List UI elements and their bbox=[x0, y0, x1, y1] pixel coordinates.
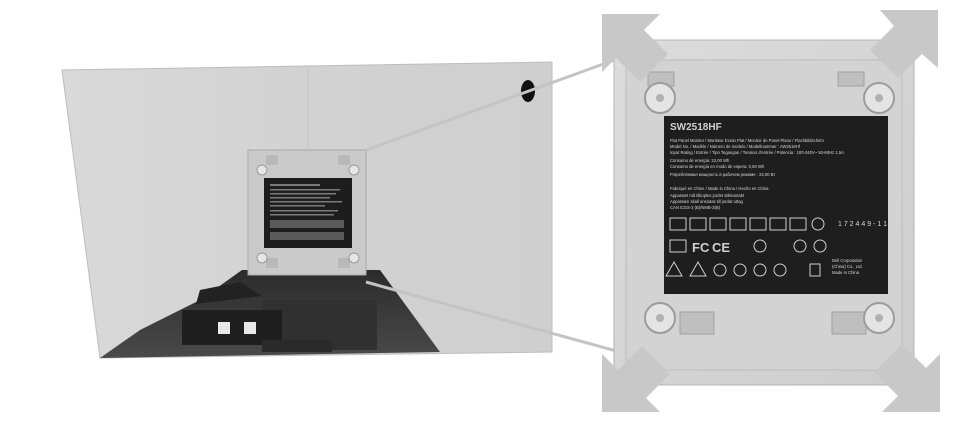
label-line: Flat Panel Monitor / Moniteur Ecran Plat… bbox=[670, 138, 824, 143]
manufacturer-line: (China) Co., Ltd. bbox=[832, 264, 863, 269]
serial-number: 1 7 2 4 4 9 - 1 1 bbox=[838, 221, 887, 228]
label-line: Consumo de energía en modo de espera: 0,… bbox=[670, 164, 765, 169]
label-line: Apparaten skall anslutas till jordat utt… bbox=[670, 199, 744, 204]
rear-label-sticker bbox=[182, 310, 282, 345]
label-line: Potребляемая мощность в рабочем режиме :… bbox=[670, 172, 775, 177]
arrow-icon bbox=[602, 10, 940, 412]
label-line: Consumo de energía: 22,00 Wh bbox=[670, 158, 730, 163]
label-line: Fabriqué en Chine / Made in China / Hech… bbox=[670, 186, 769, 191]
eac-mark-icon bbox=[813, 239, 827, 253]
ce-mark-icon: CE bbox=[712, 240, 730, 255]
label-line: CAN ICES-3 (B)/NMB-3(B) bbox=[670, 205, 721, 210]
screw-icon bbox=[644, 82, 676, 114]
c-tick-icon bbox=[753, 239, 767, 253]
label-line: Input Rating / Entrée / Tipo Tegangan / … bbox=[670, 150, 844, 155]
certification-marks-row bbox=[669, 217, 825, 231]
zoom-connector-lines bbox=[365, 56, 621, 354]
label-line: Model No. / Modèle / Número de modelo / … bbox=[670, 144, 801, 149]
label-line: Apparatet må tilkoples jordet stikkontak… bbox=[670, 193, 745, 198]
energy-star-icon bbox=[793, 239, 807, 253]
model-label: SW2518HF bbox=[670, 122, 722, 133]
fcc-mark-icon: FC bbox=[692, 240, 710, 255]
screw-icon bbox=[863, 302, 895, 334]
symbols-row bbox=[665, 260, 821, 277]
qr-code-icon bbox=[218, 322, 230, 334]
rating-label-zoomed bbox=[664, 116, 888, 294]
screw-icon bbox=[644, 302, 676, 334]
screw-icon bbox=[863, 82, 895, 114]
vesa-plate-small bbox=[247, 149, 367, 276]
manufacturer-line: Made in China bbox=[832, 270, 860, 275]
monitor-stand bbox=[100, 270, 440, 358]
vesa-plate-zoomed: SW2518HF Flat Panel Monitor / Moniteur E… bbox=[613, 39, 915, 386]
manufacturer-line: Dell Corporation bbox=[832, 258, 863, 263]
compliance-marks-row: FC CE bbox=[669, 239, 827, 255]
qr-code-icon bbox=[244, 322, 256, 334]
